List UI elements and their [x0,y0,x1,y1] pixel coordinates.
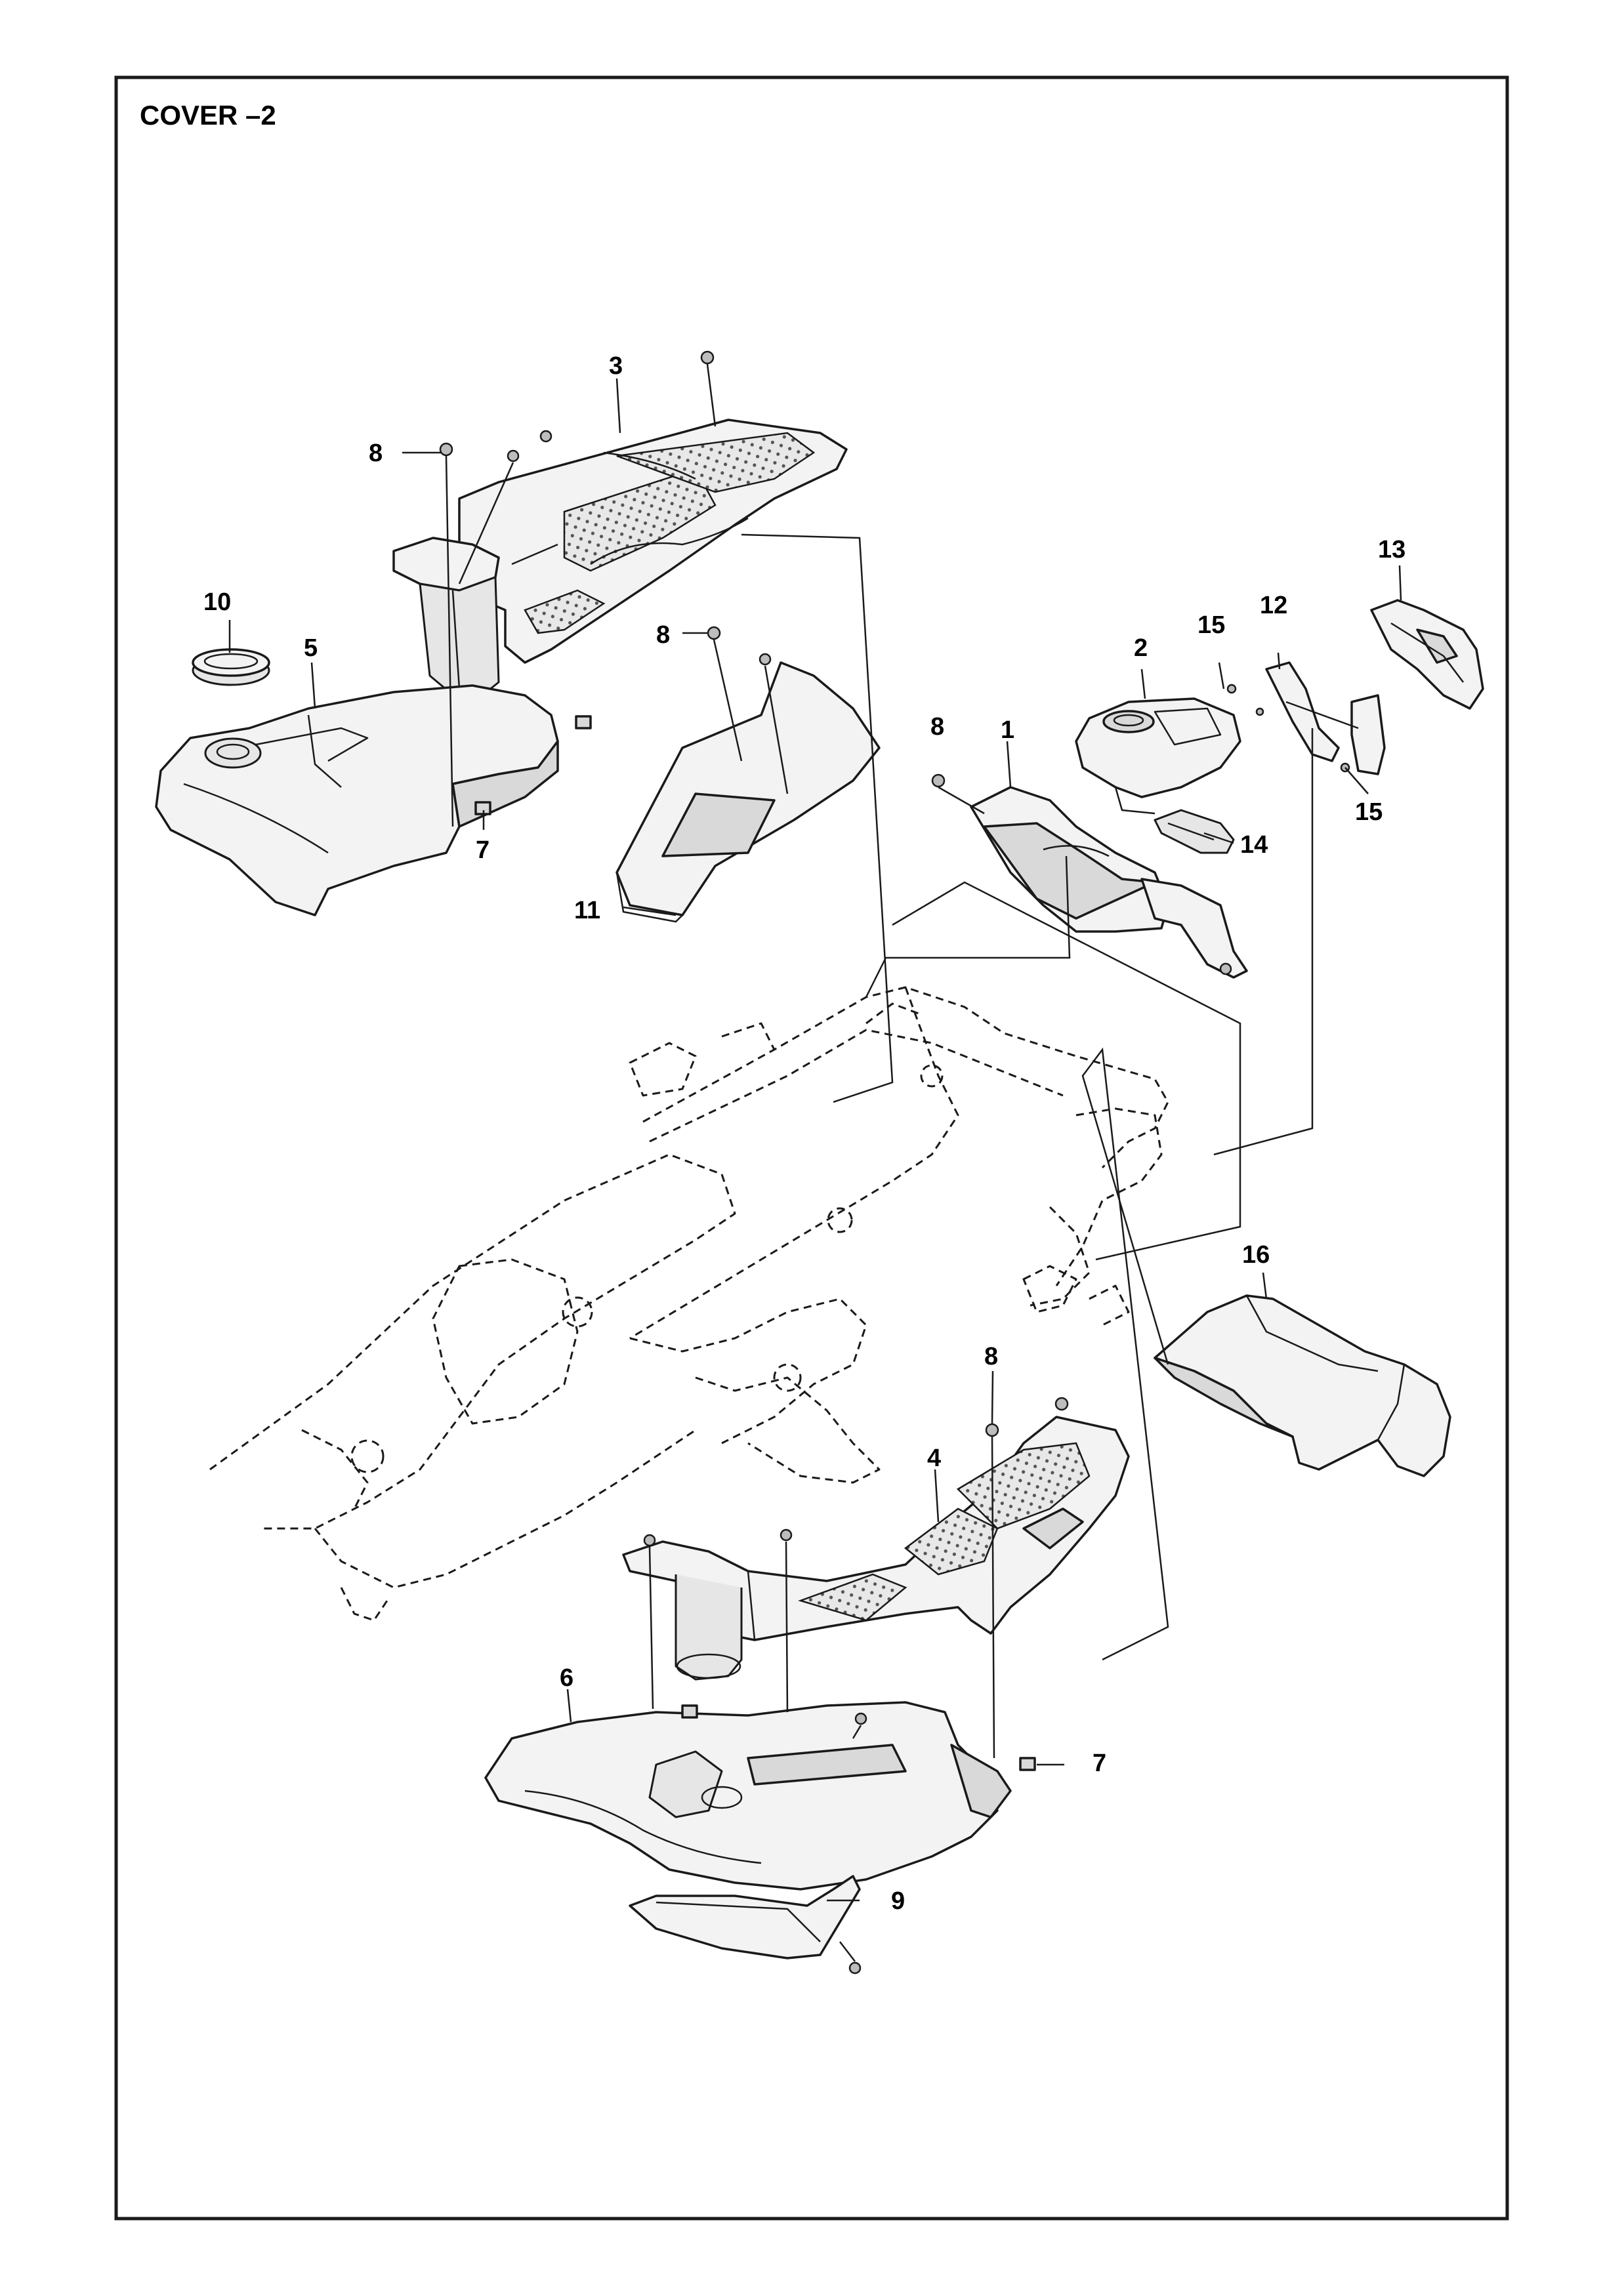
callout-6: 6 [560,1664,573,1692]
part-3-upper-cover [392,419,848,697]
callout-15-upper: 15 [1197,611,1225,639]
part-14-handle [1154,809,1235,854]
callout-10: 10 [203,588,231,616]
part-13-side-panel [1370,599,1484,710]
part-11-center-panel [615,661,881,923]
drawing-frame [114,75,1509,2221]
callout-8-dash: 8 [930,713,944,741]
callout-15-lower: 15 [1355,798,1383,826]
callout-8-lower: 8 [984,1343,998,1370]
callout-9: 9 [891,1887,905,1915]
part-5-left-fender [155,684,559,916]
callout-12: 12 [1260,592,1287,619]
callout-11: 11 [574,897,600,924]
callout-5: 5 [304,634,318,662]
part-16-rear-cover [1154,1294,1451,1477]
part-10-cup-ring [192,648,270,686]
callout-8-panel: 8 [656,621,670,649]
part-6-right-fender [484,1701,1012,1891]
callout-labels: 1 2 3 4 5 6 7 7 8 8 8 8 9 10 11 12 13 14… [203,352,1405,1915]
callout-14: 14 [1240,831,1268,859]
part-4-lower-cover [622,1416,1130,1681]
part-1-dash-cover [970,786,1248,979]
diagram-title: COVER –2 [140,100,276,131]
callout-13: 13 [1378,536,1405,564]
leader-lines [228,363,1402,1962]
callout-7-left: 7 [476,836,489,864]
callout-3: 3 [609,352,623,380]
callout-2: 2 [1134,634,1148,662]
part-9-trim [629,1875,861,1959]
callout-7-right: 7 [1093,1750,1106,1777]
part-2-dash-top [1075,697,1241,815]
callout-16: 16 [1242,1241,1270,1269]
callout-4: 4 [927,1445,941,1472]
part-12-bracket [1265,661,1386,775]
clips [474,715,1036,1771]
chassis-frame-reference [209,986,1169,1622]
callout-8-upper: 8 [369,440,383,467]
callout-1: 1 [1001,716,1014,744]
